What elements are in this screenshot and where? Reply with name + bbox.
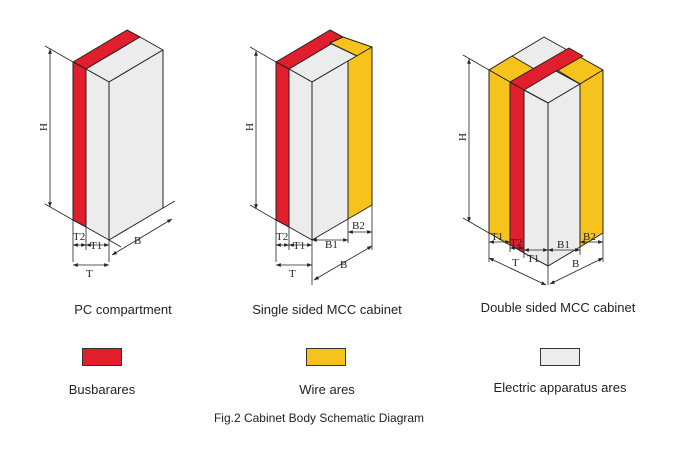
double-dim-b2: B2 [583,231,596,243]
single-apparatus-front [288,68,313,241]
pc-apparatus-front [85,68,110,241]
pc-busbar-front [72,61,87,228]
apparatus-legend-swatch [540,348,580,366]
single-dim-t2: T2 [276,231,288,243]
wire-legend-label: Wire ares [299,382,355,397]
single-dimensions [249,46,373,285]
double-dim-t2: T2 [510,237,522,249]
double-mcc-cabinet [488,36,604,267]
double-wire-front [488,69,511,246]
double-dim-t: T [512,257,519,269]
pc-compartment-cabinet [72,29,164,241]
busbar-legend-label: Busbarares [68,382,136,397]
double-dim-h: H [457,133,469,141]
pc-dim-b: B [134,235,141,247]
figure-caption: Fig.2 Cabinet Body Schematic Diagram [213,411,425,425]
double-busbar-front [509,81,525,254]
single-dim-b1: B1 [325,239,338,251]
double-dimensions [462,54,604,286]
pc-compartment-caption: PC compartment [74,302,172,317]
single-busbar-front [275,61,290,228]
double-dim-b1: B1 [557,239,570,251]
double-dim-t1-right: T1 [527,253,539,265]
double-mcc-caption: Double sided MCC cabinet [480,300,636,315]
single-mcc-caption: Single sided MCC cabinet [252,302,402,317]
double-dim-t1-left: T1 [491,231,503,243]
double-dim-b: B [572,258,579,270]
apparatus-legend-label: Electric apparatus ares [493,380,627,395]
pc-apparatus-side [108,49,164,241]
single-dim-h: H [244,123,256,131]
single-dim-t1: T1 [293,240,305,252]
single-wire-side [347,46,373,220]
pc-dim-t: T [86,268,93,280]
double-apparatus-front [523,89,549,267]
single-dim-b2: B2 [352,220,365,232]
single-dim-t: T [289,268,296,280]
pc-dim-t1: T1 [90,240,102,252]
pc-dimensions [44,45,176,267]
single-dim-b: B [340,259,347,271]
busbar-legend-swatch [82,348,122,366]
pc-dim-t2: T2 [73,231,85,243]
wire-legend-swatch [306,348,346,366]
double-wire-side [579,69,604,248]
single-mcc-cabinet [275,29,373,241]
single-apparatus-side [311,60,349,241]
pc-dim-h: H [38,123,50,131]
